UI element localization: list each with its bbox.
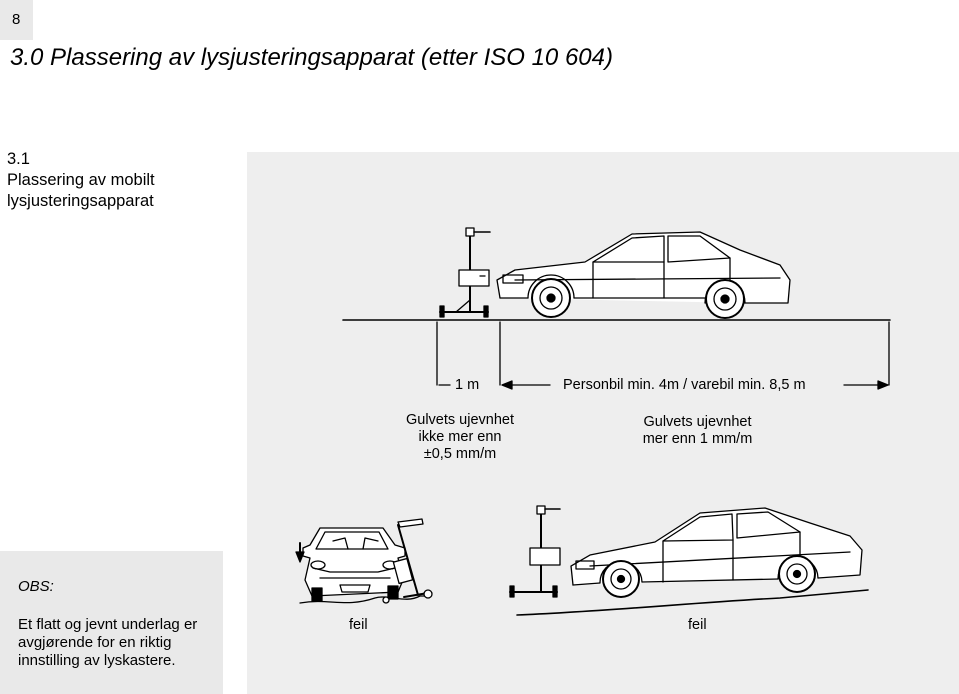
wrong-label-right: feil (688, 617, 707, 633)
distance-car-label: Personbil min. 4m / varebil min. 8,5 m (563, 377, 806, 393)
page-title: 3.0 Plassering av lysjusteringsapparat (… (10, 44, 613, 71)
section-heading: 3.1 Plassering av mobilt lysjusteringsap… (7, 149, 155, 212)
obs-box (0, 551, 223, 694)
aiming-device-side-icon (509, 505, 561, 598)
arrow-icon (295, 542, 305, 563)
section-number: 3.1 (7, 150, 30, 168)
sloping-floor-line (516, 589, 869, 616)
sloped-car-icon (570, 507, 863, 598)
aiming-device-icon (439, 227, 491, 318)
diagram-panel (247, 152, 959, 694)
obs-title: OBS: (18, 578, 54, 595)
uneven-floor-front-view (299, 527, 429, 604)
floor-tolerance-ok-text: Gulvets ujevnhet ikke mer enn ±0,5 mm/m (405, 412, 514, 462)
wrong-label-left: feil (349, 617, 368, 633)
car-icon (496, 231, 791, 319)
section-title-line-1: Plassering av mobilt (7, 171, 155, 189)
tilted-aiming-device-icon (382, 518, 433, 604)
obs-text: Et flatt og jevnt underlag er avgjørende… (18, 616, 198, 669)
section-title-line-2: lysjusteringsapparat (7, 192, 154, 210)
dimension-lines (436, 321, 890, 390)
floor-tolerance-car-text: Gulvets ujevnhet mer enn 1 mm/m (642, 414, 753, 447)
distance-1m-label: 1 m (455, 377, 480, 393)
page-number: 8 (0, 0, 33, 40)
